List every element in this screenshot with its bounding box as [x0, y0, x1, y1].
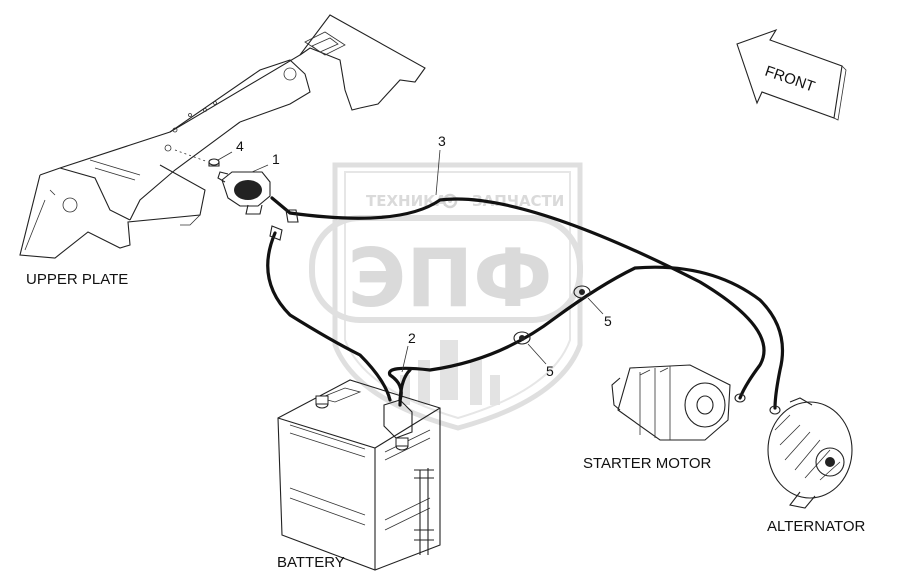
battery-terminal-negative	[315, 395, 329, 409]
callout-2: 2	[401, 330, 416, 373]
part-1-switch	[217, 171, 271, 215]
battery-terminal-positive	[395, 437, 409, 451]
cable-3-switch-to-alternator	[266, 225, 785, 410]
upper-plate-label: UPPER PLATE	[26, 271, 128, 288]
callout-4: 4	[217, 138, 244, 161]
callout-5a-text: 5	[546, 363, 554, 379]
battery	[277, 379, 441, 571]
callout-5a: 5	[527, 343, 554, 379]
alternator-label: ALTERNATOR	[767, 518, 866, 535]
callout-2-text: 2	[408, 330, 416, 346]
watermark-top-text: ТЕХНИКА	[366, 192, 447, 210]
front-label: FRONT	[763, 63, 817, 96]
clamp-5a	[513, 331, 531, 345]
part-4-bolt	[174, 149, 220, 167]
watermark-top-right-text: ЗАПЧАСТИ	[472, 192, 564, 210]
callout-3: 3	[435, 133, 446, 196]
upper-plate	[19, 14, 426, 259]
starter-motor	[611, 364, 746, 441]
starter-motor-label: STARTER MOTOR	[583, 455, 712, 472]
front-arrow: FRONT	[736, 28, 847, 121]
battery-label: BATTERY	[277, 554, 345, 571]
wheat-icon	[400, 340, 500, 405]
callout-3-text: 3	[438, 133, 446, 149]
callout-5b-text: 5	[604, 313, 612, 329]
callout-1-text: 1	[272, 151, 280, 167]
clamp-5b	[573, 285, 591, 299]
cable-2-battery-lead	[398, 368, 412, 407]
watermark-shield: ТЕХНИКА ЗАПЧАСТИ ЭПФ	[309, 162, 583, 431]
alternator	[767, 397, 853, 509]
callout-1: 1	[251, 151, 280, 173]
callout-4-text: 4	[236, 138, 244, 154]
callout-5b: 5	[587, 297, 612, 329]
watermark-main-text: ЭПФ	[348, 232, 553, 325]
cable-1-switch-to-starter	[270, 196, 766, 400]
